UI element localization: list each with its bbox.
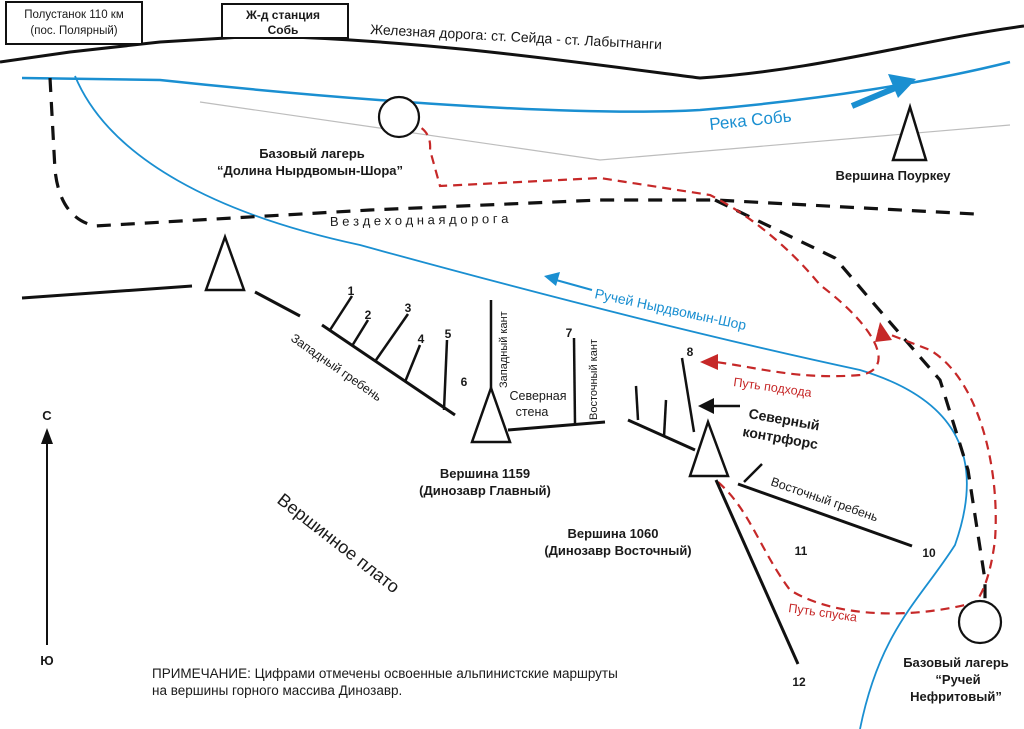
station-poluostanok-line2: (пос. Полярный)	[30, 25, 117, 37]
spur-2	[350, 319, 370, 347]
station-sob-line1: Ж-д станция	[245, 8, 320, 22]
route-number-1: 1	[348, 284, 355, 298]
base-camp-2-line2: “Ручей	[935, 672, 980, 687]
peak-1060-triangle	[688, 418, 730, 478]
stream-nyrdvomyn-shor	[74, 75, 968, 729]
north-wall-line2: стена	[516, 405, 549, 419]
route-number-7: 7	[566, 326, 573, 340]
compass-arrow-north-icon	[41, 428, 53, 444]
terrain-contour	[199, 101, 1011, 161]
ridge-west	[254, 290, 301, 318]
route-number-11: 11	[795, 544, 808, 558]
east-kant-line	[572, 337, 577, 425]
station-sob-line2: Собь	[268, 23, 299, 37]
arrow-stream-head	[544, 272, 560, 286]
arrow-head-red-left	[700, 354, 718, 370]
base-camp-2-line1: Базовый лагерь	[903, 655, 1009, 670]
ridge-north-left	[21, 284, 193, 300]
route-number-5: 5	[445, 327, 452, 341]
arrow-buttress-head	[698, 398, 714, 414]
north-buttress-ridge	[627, 418, 696, 452]
east-ridge-spur	[743, 463, 763, 483]
route-number-8: 8	[687, 345, 694, 359]
compass-north-label: С	[42, 408, 52, 423]
peak-1159-line2: (Динозавр Главный)	[419, 483, 551, 498]
base-camp-2-line3: Нефритовый”	[910, 689, 1002, 704]
station-box-sob	[221, 3, 349, 39]
base-camp-1-line2: “Долина Нырдвомын-Шора”	[217, 163, 403, 178]
arrow-stream-shaft	[555, 279, 593, 291]
base-camp-1-line1: Базовый лагерь	[259, 146, 365, 161]
spur-1	[328, 295, 354, 331]
route-12-line	[714, 479, 800, 665]
route-number-4: 4	[418, 332, 425, 346]
arrow-river-head	[888, 74, 916, 98]
route-number-12: 12	[792, 675, 806, 689]
east-ridge-line	[737, 482, 913, 548]
note-line1: ПРИМЕЧАНИЕ: Цифрами отмечены освоенные а…	[152, 666, 618, 681]
ridge-west-main	[321, 323, 456, 417]
spur-5	[442, 339, 449, 411]
route-number-10: 10	[922, 546, 936, 560]
railway-line	[0, 24, 1024, 80]
note-line2: на вершины горного массива Динозавр.	[152, 683, 402, 698]
peak-1060-line1: Вершина 1060	[568, 526, 659, 541]
north-wall-line1: Северная	[509, 389, 566, 403]
route-number-2: 2	[365, 308, 372, 322]
station-poluostanok-line1: Полустанок 110 км	[24, 9, 124, 21]
road-label: В е з д е х о д н а я д о р о г а	[330, 211, 509, 229]
route-8-line	[680, 357, 696, 433]
railway-label: Железная дорога: ст. Сейда - ст. Лабытна…	[370, 21, 662, 52]
compass-south-label: Ю	[40, 653, 53, 668]
route-number-6: 6	[461, 375, 468, 389]
vezdekhod-road	[48, 77, 976, 228]
plateau-label: Вершинное плато	[274, 489, 404, 597]
buttress-spur-2	[662, 399, 668, 438]
peak-1159-triangle	[470, 384, 512, 444]
spur-3	[374, 313, 410, 361]
base-camp-2-marker	[957, 599, 1003, 645]
peak-unnamed-triangle	[204, 233, 246, 292]
spur-4	[403, 344, 422, 383]
arrow-head-red-up	[875, 322, 892, 342]
peak-1060-line2: (Динозавр Восточный)	[544, 543, 691, 558]
station-box-poluostanok	[5, 1, 143, 45]
buttress-spur-1	[634, 385, 640, 421]
peak-pourkeu-triangle	[891, 102, 928, 162]
river-sob-label: Река Собь	[708, 106, 792, 134]
peak-pourkeu-label: Вершина Поуркеу	[836, 168, 952, 183]
west-ridge-label: Западный гребень	[288, 331, 384, 404]
arrow-river-shaft	[850, 83, 902, 109]
west-kant-label: Западный кант	[498, 311, 510, 388]
approach-path-loop	[877, 328, 997, 606]
vezdekhod-road-branch	[714, 198, 987, 600]
approach-label: Путь подхода	[733, 375, 813, 400]
route-number-3: 3	[405, 301, 412, 315]
north-wall-base	[507, 420, 606, 432]
base-camp-1-marker	[377, 95, 421, 139]
approach-path	[407, 120, 880, 378]
peak-1159-line1: Вершина 1159	[440, 466, 530, 481]
east-kant-label: Восточный кант	[588, 339, 600, 420]
